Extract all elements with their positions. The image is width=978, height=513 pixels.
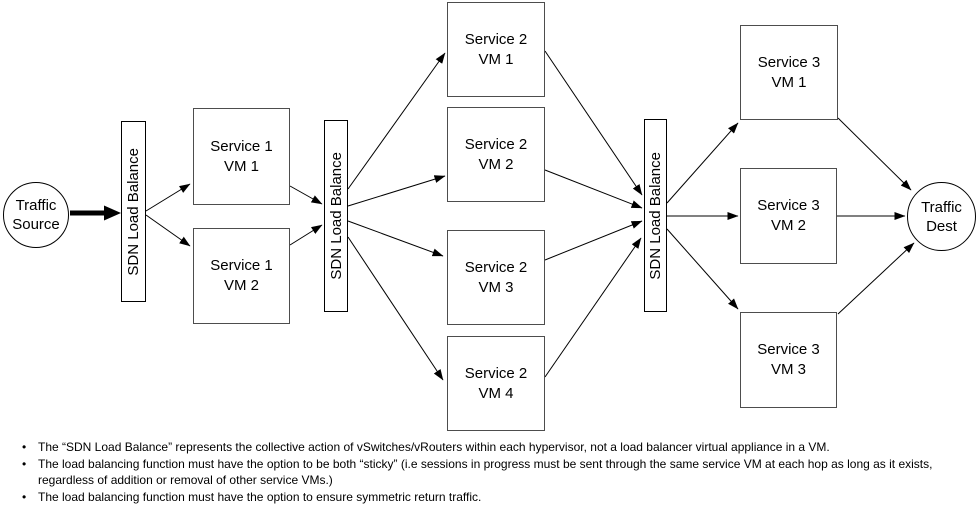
- service-3-vm-2-box: Service 3 VM 2: [740, 168, 837, 264]
- vm-label: VM 3: [478, 278, 514, 296]
- vm-label: VM 1: [771, 73, 807, 91]
- arrow-lb2-to-s2vm1: [347, 52, 446, 190]
- service-label: Service 2: [464, 258, 528, 276]
- service-label: Service 2: [464, 135, 528, 153]
- arrow-lb1-to-s1vm1: [145, 183, 191, 212]
- sdn-load-balance-bar-2: SDN Load Balance: [324, 120, 348, 312]
- traffic-dest-node: Traffic Dest: [907, 182, 976, 251]
- service-label: Service 3: [757, 341, 820, 358]
- vm-label: VM 3: [770, 361, 806, 378]
- arrow-lb3-to-s3vm1: [666, 122, 739, 204]
- traffic-dest-label: Traffic Dest: [921, 198, 962, 235]
- arrow-lb3-to-s3vm3: [666, 228, 739, 310]
- service-1-vm-2-box: Service 1 VM 2: [193, 228, 290, 324]
- sdn-load-balance-label-3: SDN Load Balance: [647, 151, 664, 280]
- arrow-s3vm1-to-dest: [837, 117, 912, 191]
- arrow-lb2-to-s2vm3: [347, 220, 444, 257]
- footnote-symmetric-return: The load balancing function must have th…: [20, 489, 932, 506]
- service-2-vm-2-box: Service 2 VM 2: [447, 107, 545, 202]
- service-2-vm-3-box: Service 2 VM 3: [447, 230, 545, 325]
- service-2-vm-4-box: Service 2 VM 4: [447, 336, 545, 431]
- sdn-load-balance-bar-1: SDN Load Balance: [121, 121, 146, 302]
- service-1-vm-1-box: Service 1 VM 1: [193, 108, 290, 205]
- footnote-sticky-sessions: The load balancing function must have th…: [20, 456, 932, 489]
- vm-label: VM 1: [223, 157, 259, 175]
- arrow-s3vm3-to-dest: [837, 242, 915, 315]
- vm-label: VM 2: [223, 277, 259, 294]
- service-label: Service 3: [757, 197, 820, 214]
- arrow-s2vm4-to-lb3: [544, 237, 642, 378]
- service-label: Service 3: [757, 53, 821, 71]
- traffic-source-node: Traffic Source: [3, 182, 69, 248]
- service-label: Service 2: [464, 30, 528, 48]
- arrow-s1vm1-to-lb2: [289, 185, 323, 205]
- footnote-sdn-load-balance: The “SDN Load Balance” represents the co…: [20, 439, 932, 456]
- arrow-s2vm2-to-lb3: [544, 169, 643, 209]
- arrow-s2vm1-to-lb3: [544, 50, 643, 196]
- vm-label: VM 2: [770, 217, 806, 234]
- service-label: Service 2: [464, 364, 528, 382]
- arrow-s2vm3-to-lb3: [544, 220, 643, 261]
- sdn-load-balance-bar-3: SDN Load Balance: [644, 119, 667, 312]
- service-label: Service 1: [210, 257, 273, 274]
- arrow-lb1-to-s1vm2: [145, 214, 191, 247]
- arrow-lb2-to-s2vm2: [347, 175, 446, 207]
- arrow-s1vm2-to-lb2: [289, 224, 323, 246]
- service-3-vm-1-box: Service 3 VM 1: [740, 25, 838, 120]
- sdn-load-balance-label-2: SDN Load Balance: [327, 152, 345, 280]
- vm-label: VM 4: [478, 384, 514, 402]
- arrow-source-to-lb1-head: [104, 205, 121, 221]
- arrow-lb2-to-s2vm4: [347, 236, 444, 381]
- service-3-vm-3-box: Service 3 VM 3: [740, 312, 837, 408]
- vm-label: VM 2: [478, 155, 514, 173]
- footnotes: The “SDN Load Balance” represents the co…: [20, 439, 932, 505]
- vm-label: VM 1: [478, 50, 514, 68]
- sdn-load-balance-label-1: SDN Load Balance: [125, 147, 142, 276]
- service-label: Service 1: [210, 137, 273, 155]
- traffic-source-label: Traffic Source: [12, 197, 60, 233]
- service-2-vm-1-box: Service 2 VM 1: [447, 2, 545, 97]
